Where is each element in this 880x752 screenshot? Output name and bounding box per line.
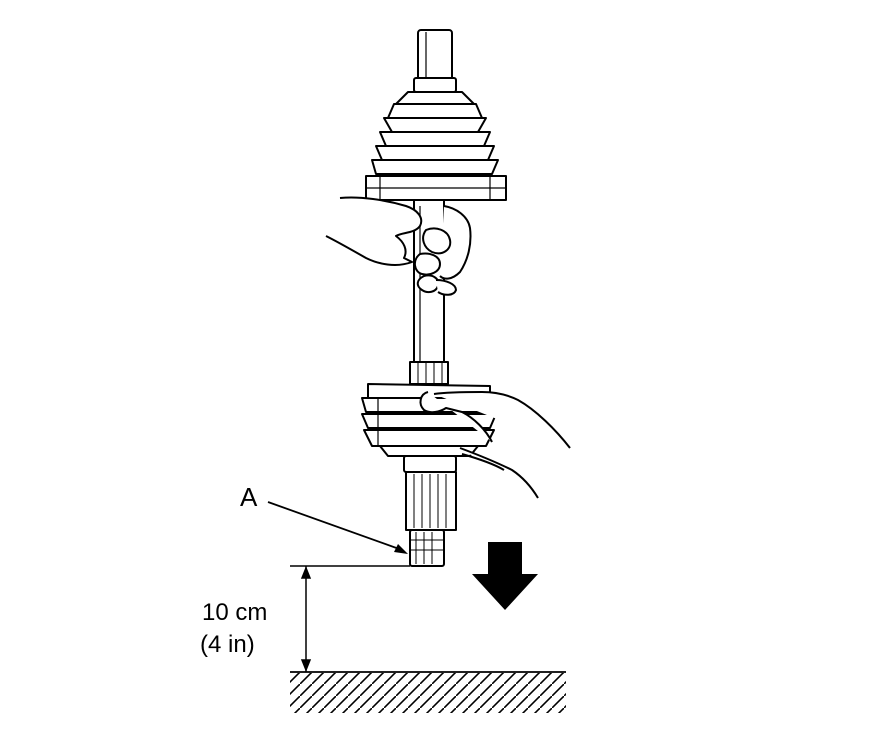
- splined-stub: [403, 455, 457, 567]
- down-arrow-icon: [472, 542, 538, 610]
- top-shaft-stub: [413, 29, 457, 93]
- lower-hand: [419, 391, 571, 499]
- height-value-label: 10 cm: [202, 599, 267, 626]
- upper-hand: [325, 196, 472, 296]
- upper-cv-boot: [365, 91, 507, 201]
- part-a-leader: [267, 501, 408, 554]
- height-value-imperial-label: (4 in): [200, 631, 255, 658]
- part-a-label: A: [240, 482, 258, 512]
- height-dimension: [290, 565, 410, 673]
- ground-hatch-icon: [290, 671, 566, 713]
